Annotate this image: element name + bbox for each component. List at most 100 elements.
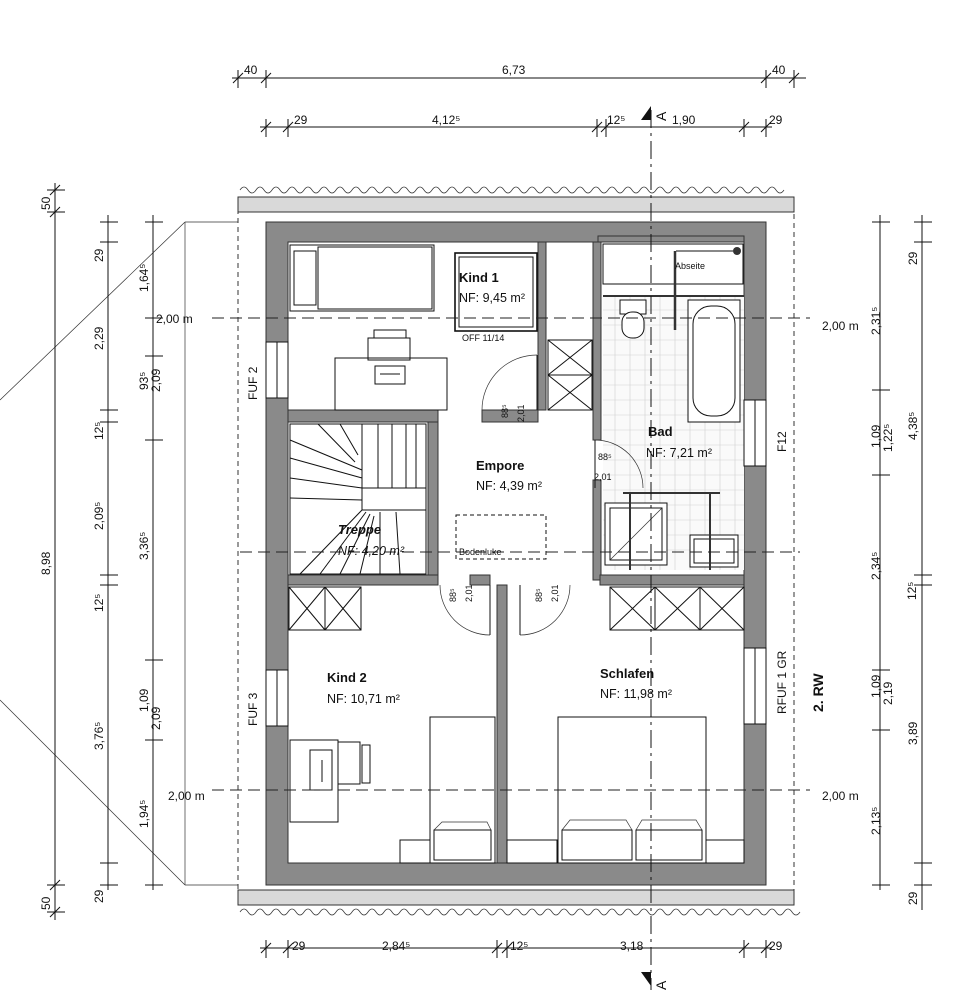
dim-top2-4125: 4,12⁵ [432, 113, 460, 127]
dim-top2-29-right: 29 [769, 113, 783, 127]
room-area-schlafen: NF: 11,98 m² [600, 687, 672, 701]
dim-left-mid-3765: 3,76⁵ [92, 722, 106, 750]
dim-left-inner-1945: 1,94⁵ [137, 800, 151, 828]
schlafen-wardrobe [609, 586, 745, 631]
dim-right-outer-29-bottom: 29 [906, 891, 920, 905]
abseite-box [602, 243, 744, 285]
dim-right-inner-2135: 2,13⁵ [869, 807, 883, 835]
dim-right-inner-219: 2,19 [881, 681, 895, 705]
roof-edge-top [237, 186, 795, 213]
dim-right-inner-109b: 1,09 [869, 674, 883, 698]
schlafen-door [519, 584, 571, 636]
bad-toilet [619, 299, 647, 339]
dim-right-outer [914, 215, 932, 910]
dim-left-mid-29-bottom: 29 [92, 889, 106, 903]
dim-top-row2 [260, 119, 772, 137]
dim-bottom-row [260, 940, 772, 958]
dim-left-mid-29-top: 29 [92, 248, 106, 262]
dim-right-inner-1225: 1,22⁵ [881, 424, 895, 452]
window-label-f12: F12 [775, 431, 789, 452]
dim-left-inner-935: 93⁵ [137, 372, 151, 390]
room-name-schlafen: Schlafen [600, 666, 654, 681]
dim-bottom-29-left: 29 [292, 939, 306, 953]
dim-right-inner-2345: 2,34⁵ [869, 552, 883, 580]
dim-left-outer-50-bottom: 50 [39, 896, 53, 910]
window-label-fuf2: FUF 2 [246, 366, 260, 400]
bad-pipes [603, 251, 744, 570]
door-schlafen-width: 88⁵ [534, 588, 544, 602]
dim-left-mid-229: 2,29 [92, 326, 106, 350]
kind1-door [481, 354, 538, 411]
eave-outline [237, 211, 795, 891]
door-kind1-width: 88⁵ [500, 404, 510, 418]
dim-right-inner-2315: 2,31⁵ [869, 307, 883, 335]
window-rfuf1 [743, 647, 767, 725]
bad-bathtub [687, 299, 741, 423]
room-area-bad: NF: 7,21 m² [646, 446, 712, 460]
dim-right-outer-389: 3,89 [906, 721, 920, 745]
label-abseite: Abseite [675, 261, 705, 271]
interior-walls [287, 235, 745, 864]
dim-left-outer-50-top: 50 [39, 196, 53, 210]
dim-top2-125: 12⁵ [607, 113, 625, 127]
room-area-kind2: NF: 10,71 m² [327, 692, 400, 706]
height-label-bottom-right: 2,00 m [822, 789, 859, 803]
door-schlafen-height: 2,01 [550, 584, 560, 602]
height-label-bottom-left: 2,00 m [168, 789, 205, 803]
window-fuf2 [265, 341, 289, 399]
roof-slope-lines [0, 221, 238, 886]
dim-left-inner-109: 1,09 [137, 688, 151, 712]
door-kind1-height: 2,01 [516, 404, 526, 422]
room-name-bad: Bad [648, 424, 673, 439]
dim-left-inner-209b: 2,09 [149, 706, 163, 730]
room-name-empore: Empore [476, 458, 524, 473]
window-f12 [743, 399, 767, 467]
dim-left-inner-1645: 1,64⁵ [137, 264, 151, 292]
window-fuf3 [265, 669, 289, 727]
room-area-empore: NF: 4,39 m² [476, 479, 542, 493]
schlafen-window-recess [506, 839, 745, 864]
roof-edge-bottom [237, 889, 801, 916]
kind2-desk [289, 739, 371, 823]
dim-right-outer-29-top: 29 [906, 251, 920, 265]
label-bodenluke: Bodenluke [459, 547, 502, 557]
dim-right-inner-109a: 1,09 [869, 424, 883, 448]
height-label-top-left: 2,00 m [156, 312, 193, 326]
kind1-cabinet [547, 339, 593, 411]
window-label-rfuf1: RFUF 1 GR [775, 650, 789, 714]
window-label-fuf3: FUF 3 [246, 692, 260, 726]
dim-left-outer-898: 8,98 [39, 551, 53, 575]
dim-right-inner-125: 12⁵ [905, 582, 919, 600]
bad-door [594, 439, 644, 489]
dim-left-mid [100, 215, 118, 890]
dim-left-inner [145, 215, 163, 890]
kind2-door [439, 584, 491, 636]
dim-bottom-2845: 2,84⁵ [382, 939, 410, 953]
dim-left-inner-209a: 2,09 [149, 368, 163, 392]
kind2-wardrobe [288, 586, 362, 631]
dim-bottom-125: 12⁵ [510, 939, 528, 953]
section-label-top: A [653, 111, 669, 121]
bodenluke [455, 514, 547, 560]
kind2-window-recess [399, 839, 431, 864]
dim-top-673: 6,73 [502, 63, 526, 77]
height-lines [212, 317, 810, 791]
dim-left-inner-3365: 3,36⁵ [137, 532, 151, 560]
storey-label: 2. RW [810, 673, 826, 712]
door-kind2-height: 2,01 [464, 584, 474, 602]
dim-top-40-left: 40 [244, 63, 258, 77]
dim-top2-29-left: 29 [294, 113, 308, 127]
dim-top2-190: 1,90 [672, 113, 696, 127]
dim-left-mid-125b: 12⁵ [92, 594, 106, 612]
bad-sink [689, 534, 739, 568]
room-name-treppe: Treppe [338, 522, 381, 537]
section-line-a [641, 106, 652, 990]
dim-right-inner [872, 215, 890, 890]
stairs [289, 423, 427, 575]
label-off: OFF 11/14 [462, 333, 504, 343]
section-label-bottom: A [653, 980, 669, 990]
room-name-kind1: Kind 1 [459, 270, 499, 285]
dim-left-outer [47, 183, 65, 920]
door-bad-height: 2,01 [594, 472, 612, 482]
dim-top-40-right: 40 [772, 63, 786, 77]
